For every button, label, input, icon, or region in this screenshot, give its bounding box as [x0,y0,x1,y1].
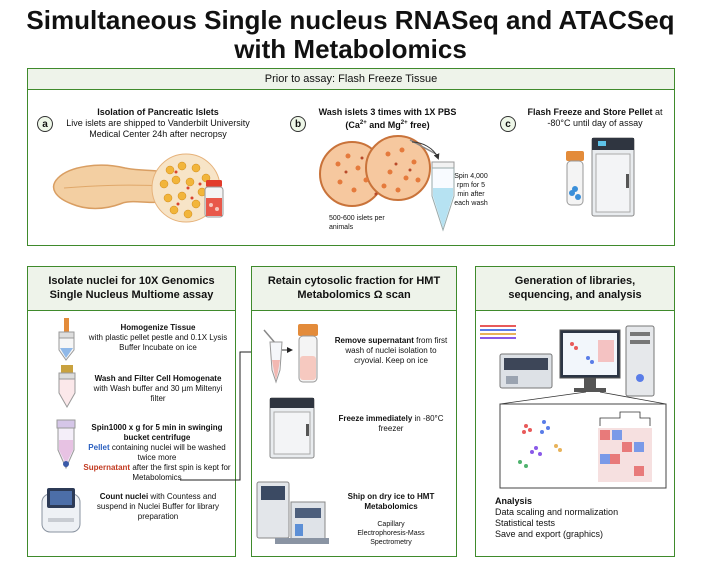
mass-spec-icon [256,481,329,544]
homogenize-icon [58,318,75,361]
top-panel-header: Prior to assay: Flash Freeze Tissue [28,69,674,90]
page-title: Simultaneous Single nucleus RNASeq and A… [0,6,701,64]
middle-panel-header: Retain cytosolic fraction for HMT Metabo… [252,267,456,311]
step-a-text: Isolation of Pancreatic Islets Live isle… [58,107,258,140]
pancreas-icon [52,153,221,223]
remove-supernatant-step: Remove supernatant from first wash of nu… [334,336,448,365]
spin-tube-icon [56,419,76,470]
filter-step: Wash and Filter Cell Homogenate with Was… [93,374,223,403]
left-panel: Isolate nuclei for 10X Genomics Single N… [27,266,236,557]
step-b-title: Wash islets 3 times with 1X PBS (Ca2+ an… [318,107,457,130]
step-c-badge: c [500,116,516,132]
step-c-text: Flash Freeze and Store Pellet at -80°C u… [527,107,663,128]
step-a-title: Isolation of Pancreatic Islets [97,107,219,117]
spin-label: Spin 4,000 rpm for 5 min after each wash [454,173,488,207]
vial-icon [204,180,224,218]
analysis-item: Statistical tests [495,518,556,528]
freezer-icon [591,137,635,217]
analysis-item: Save and export (graphics) [495,529,604,539]
step-a-badge: a [37,116,53,132]
pellet-label: Pellet [88,443,110,452]
freezer-icon-2 [269,397,315,459]
right-panel-header: Generation of libraries, sequencing, and… [476,267,674,311]
count-step: Count nuclei with Countess and suspend i… [96,492,220,521]
step-b-badge: b [290,116,306,132]
ship-step: Ship on dry ice to HMT Metabolomics [347,492,435,511]
islets-label: 500-600 islets per animals [329,215,385,231]
islets-icon [319,135,431,207]
supernatant-label: Supernatant [83,463,131,472]
title-line-2: with Metabolomics [234,34,467,64]
freeze-step: Freeze immediately in -80°C freezer [338,414,444,433]
left-panel-header: Isolate nuclei for 10X Genomics Single N… [28,267,235,311]
filter-icon [58,365,76,409]
ship-method: Capillary Electrophoresis-Mass Spectrome… [357,521,425,546]
analysis-item: Data scaling and normalization [495,507,619,517]
pipette-tube-icon [409,139,455,232]
analysis-title: Analysis [495,496,533,506]
countess-icon [41,488,81,533]
cryovial-icon [566,151,584,206]
spin-step: Spin1000 x g for 5 min in swinging bucke… [83,423,231,482]
step-a-desc: Live islets are shipped to Vanderbilt Un… [66,118,250,139]
title-line-1: Simultaneous Single nucleus RNASeq and A… [26,5,675,35]
homogenize-step: Homogenize Tissue with plastic pellet pe… [88,323,228,352]
analysis-section: Analysis Data scaling and normalization … [495,496,670,540]
sequencer-icon [480,325,667,489]
pipette-cryovial-icon [263,324,318,384]
